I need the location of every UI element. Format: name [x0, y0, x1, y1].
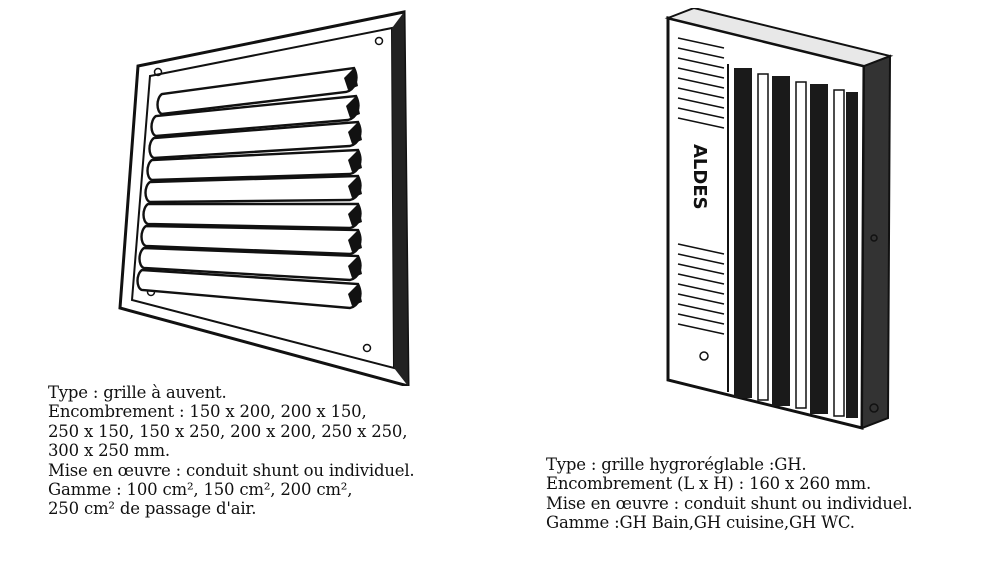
- screw-hole-icon: [699, 351, 709, 361]
- caption-range: Gamme :GH Bain,GH cuisine,GH WC.: [546, 513, 855, 533]
- screw-hole-icon: [870, 234, 878, 242]
- front-panel-hatching: [677, 37, 725, 335]
- grille-box-side: [860, 54, 892, 430]
- vertical-blades: [734, 68, 858, 418]
- caption-type: Type : grille hygroréglable :GH.: [546, 455, 807, 474]
- caption-installation: Mise en œuvre : conduit shunt ou individ…: [546, 493, 913, 513]
- right-product-caption: Type : grille hygroréglable :GH. Encombr…: [546, 455, 913, 533]
- screw-hole-icon: [153, 67, 163, 77]
- left-product-caption: Type : grille à auvent. Encombrement : 1…: [48, 383, 415, 519]
- louvered-grille-illustration: [118, 10, 410, 386]
- screw-hole-icon: [362, 343, 372, 353]
- caption-dimensions-end: 300 x 250 mm.: [48, 441, 170, 461]
- grille-frame-shadow: [392, 12, 408, 386]
- screw-hole-icon: [869, 403, 879, 413]
- caption-dimensions-cont: 250 x 150, 150 x 250, 200 x 200, 250 x 2…: [48, 421, 408, 441]
- caption-installation: Mise en œuvre : conduit shunt ou individ…: [48, 460, 415, 480]
- aldes-brand-mark: ALDES: [689, 144, 710, 210]
- hygroreglable-grille-illustration: ALDES: [664, 8, 894, 430]
- caption-range-end: 250 cm² de passage d'air.: [48, 499, 257, 519]
- caption-dimensions: Encombrement (L x H) : 160 x 260 mm.: [546, 474, 872, 494]
- blade-end-caps: [344, 68, 362, 306]
- caption-range: Gamme : 100 cm², 150 cm², 200 cm²,: [48, 480, 353, 500]
- screw-hole-icon: [374, 36, 384, 46]
- louvre-blades: [136, 66, 362, 310]
- caption-type: Type : grille à auvent.: [48, 383, 227, 402]
- caption-dimensions: Encombrement : 150 x 200, 200 x 150,: [48, 402, 367, 422]
- grille-box-top: [664, 8, 894, 68]
